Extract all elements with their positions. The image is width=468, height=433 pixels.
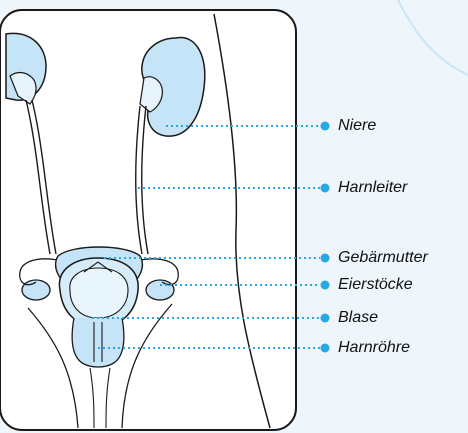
left-ovary xyxy=(22,280,50,300)
label-niere: Niere xyxy=(338,117,376,135)
label-eierstoecke: Eierstöcke xyxy=(338,276,413,294)
bladder-inner-wall xyxy=(70,268,128,318)
right-ovary xyxy=(146,280,174,300)
label-blase: Blase xyxy=(338,309,378,327)
label-harnroehre: Harnröhre xyxy=(338,339,410,357)
leader-dot-blase xyxy=(321,314,330,323)
label-harnleiter: Harnleiter xyxy=(338,179,407,197)
background-arc xyxy=(398,0,468,75)
label-gebaermutter: Gebärmutter xyxy=(338,249,428,267)
leader-dot-harnroehre xyxy=(321,344,330,353)
leader-dots xyxy=(321,122,330,353)
leader-dot-gebaermutter xyxy=(321,254,330,263)
leader-dot-eierstoecke xyxy=(321,281,330,290)
urethra xyxy=(72,318,124,367)
leader-dot-niere xyxy=(321,122,330,131)
leader-dot-harnleiter xyxy=(321,184,330,193)
